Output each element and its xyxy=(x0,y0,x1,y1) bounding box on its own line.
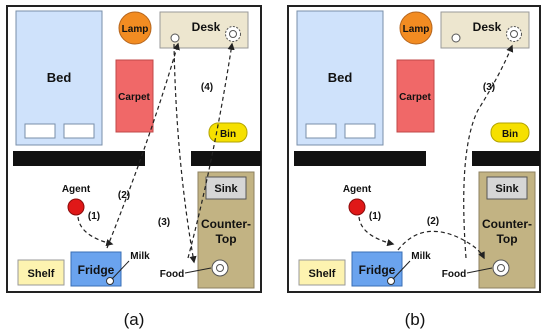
lamp-label: Lamp xyxy=(122,24,149,35)
milk-item xyxy=(106,277,114,285)
bin-label: Bin xyxy=(220,129,236,140)
shelf-label: Shelf xyxy=(309,268,336,280)
lamp xyxy=(118,11,152,45)
step-label: (2) xyxy=(118,190,130,201)
desk-object-small xyxy=(170,33,180,43)
step-label: (3) xyxy=(158,217,170,228)
agent-label: Agent xyxy=(62,184,91,195)
bed-label: Bed xyxy=(47,70,72,85)
fridge-label: Fridge xyxy=(359,263,396,277)
sink-label: Sink xyxy=(214,183,238,195)
carpet xyxy=(115,59,154,133)
shelf-label: Shelf xyxy=(28,268,55,280)
path-step-3 xyxy=(463,44,514,259)
path-step-4 xyxy=(187,42,235,259)
desk-object-target-inner xyxy=(229,30,237,38)
wall xyxy=(294,151,426,166)
step-label: (4) xyxy=(201,82,213,93)
food-label: Food xyxy=(160,269,184,280)
desk-label: Desk xyxy=(473,20,502,34)
desk-label: Desk xyxy=(192,20,221,34)
bed xyxy=(296,10,384,146)
sink-label: Sink xyxy=(495,183,519,195)
desk-object-small xyxy=(451,33,461,43)
agent xyxy=(67,198,85,216)
milk-item xyxy=(387,277,395,285)
agent xyxy=(348,198,366,216)
panel-caption: (a) xyxy=(124,310,145,329)
sink xyxy=(486,176,528,200)
pillow xyxy=(344,123,376,139)
wall xyxy=(191,151,261,166)
path-step-1 xyxy=(77,216,114,247)
food-item-inner xyxy=(216,264,224,272)
countertop-label-line2: Top xyxy=(215,232,236,246)
path-step-2 xyxy=(397,230,485,260)
milk-label: Milk xyxy=(130,251,150,262)
panel-a: Bed Lamp Desk Carpet Bin Agent Sink Coun… xyxy=(6,5,262,329)
fridge-label: Fridge xyxy=(78,263,115,277)
carpet-label: Carpet xyxy=(399,92,431,103)
pillow xyxy=(63,123,95,139)
wall xyxy=(472,151,540,166)
bin-label: Bin xyxy=(502,129,518,140)
food-pointer xyxy=(466,267,493,274)
desk-object-target-inner xyxy=(510,30,518,38)
step-label: (2) xyxy=(427,216,439,227)
countertop-label-line1: Counter- xyxy=(482,217,532,231)
food-item-inner xyxy=(497,264,505,272)
path-step-2 xyxy=(106,42,180,249)
step-label: (1) xyxy=(369,211,381,222)
countertop-label-line2: Top xyxy=(496,232,517,246)
food-label: Food xyxy=(442,269,466,280)
bed-label: Bed xyxy=(328,70,353,85)
bed xyxy=(15,10,103,146)
pillow xyxy=(24,123,56,139)
panel-b: Bed Lamp Desk Carpet Bin Agent Sink Coun… xyxy=(287,5,541,329)
bin xyxy=(208,122,248,143)
sink xyxy=(205,176,247,200)
agent-label: Agent xyxy=(343,184,372,195)
lamp-label: Lamp xyxy=(403,24,430,35)
panel-caption: (b) xyxy=(405,310,426,329)
milk-pointer xyxy=(111,260,130,280)
shelf xyxy=(17,259,65,286)
bin xyxy=(490,122,530,143)
path-step-1 xyxy=(358,216,395,247)
milk-pointer xyxy=(392,260,411,280)
lamp xyxy=(399,11,433,45)
shelf xyxy=(298,259,346,286)
step-label: (1) xyxy=(88,211,100,222)
countertop-label-line1: Counter- xyxy=(201,217,251,231)
carpet xyxy=(396,59,435,133)
carpet-label: Carpet xyxy=(118,92,150,103)
food-pointer xyxy=(184,267,212,274)
pillow xyxy=(305,123,337,139)
path-step-3 xyxy=(173,43,197,264)
step-label: (3) xyxy=(483,82,495,93)
wall xyxy=(13,151,145,166)
milk-label: Milk xyxy=(411,251,431,262)
